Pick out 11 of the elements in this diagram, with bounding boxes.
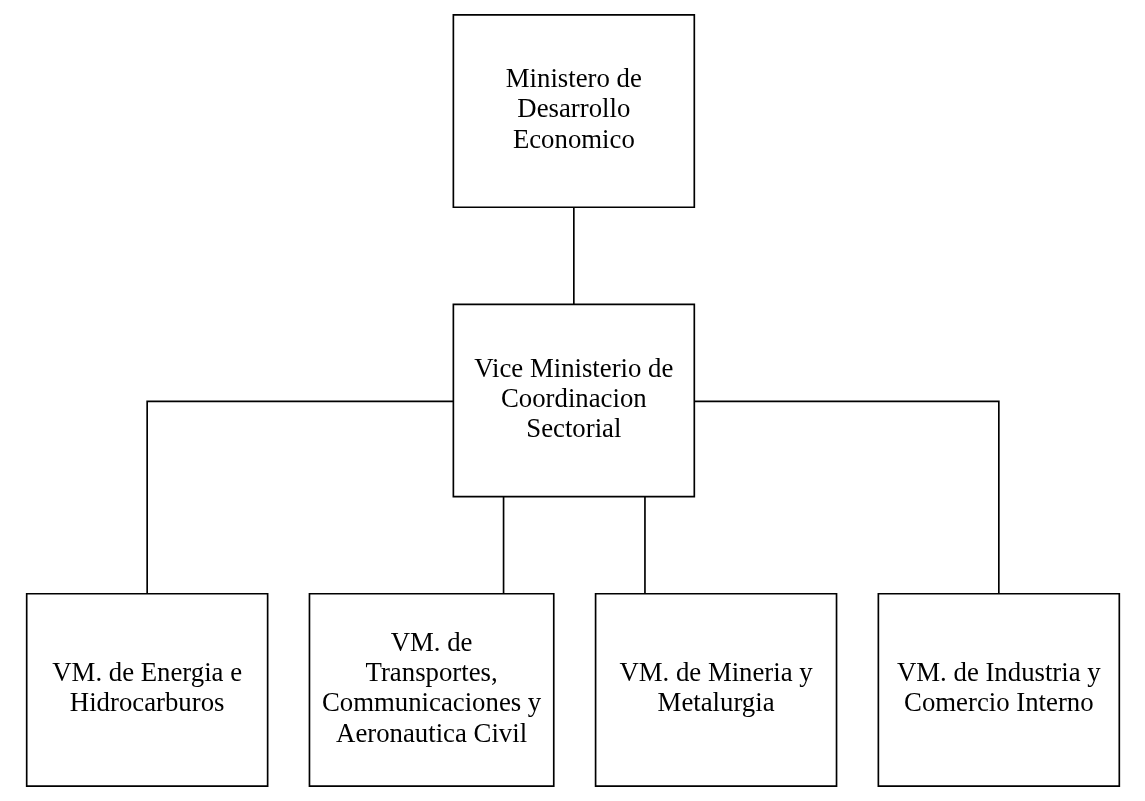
connector xyxy=(572,206,575,305)
node-box: VM. de Mineria y Metalurgia xyxy=(594,592,837,787)
connector xyxy=(643,496,646,595)
node-box: Ministero de Desarrollo Economico xyxy=(452,14,695,209)
node-box: VM. de Transportes, Communicaciones y Aeronautica Civil xyxy=(308,592,555,787)
node-box: VM. de Industria y Comercio Interno xyxy=(877,592,1120,787)
node-box: VM. de Energia e Hidrocarburos xyxy=(25,592,268,787)
connector xyxy=(502,496,504,595)
connector xyxy=(145,400,454,594)
connector xyxy=(693,400,1000,594)
node-box: Vice Ministerio de Coordinacion Sectorial xyxy=(452,303,695,498)
